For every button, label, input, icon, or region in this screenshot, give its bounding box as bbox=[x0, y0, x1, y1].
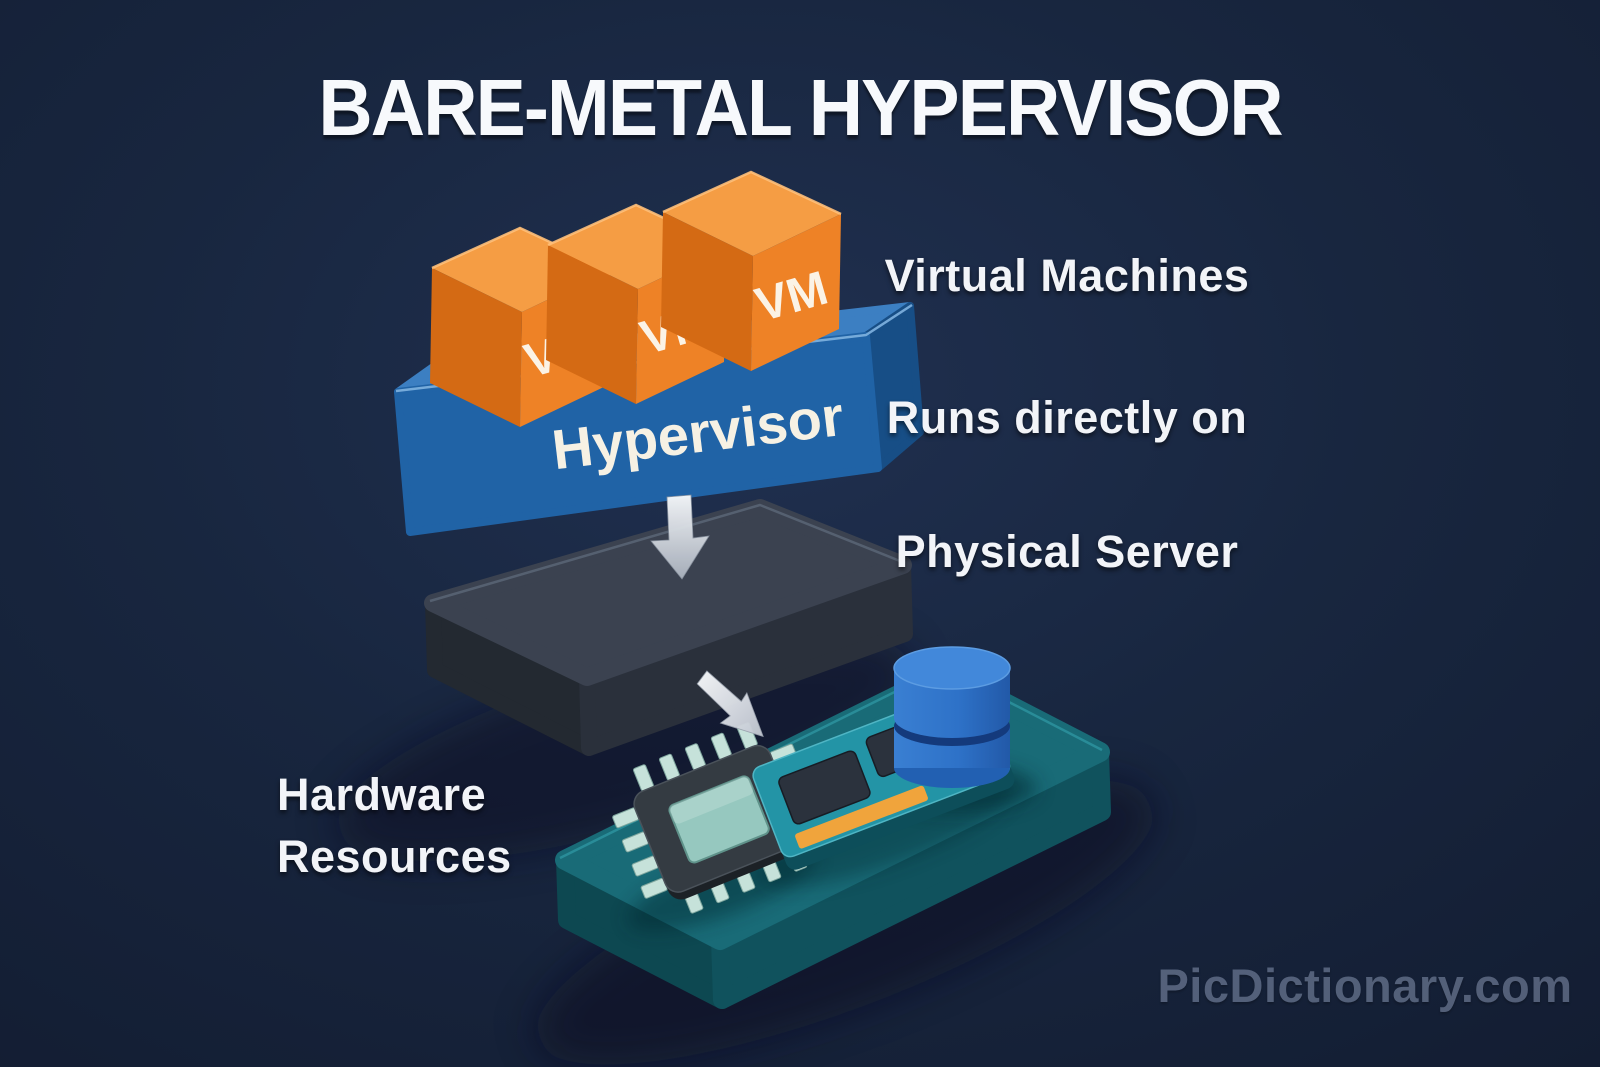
label-virtual-machines: Virtual Machines bbox=[884, 250, 1250, 301]
cpu-die-pad bbox=[668, 775, 770, 864]
diagonal-arrow-icon bbox=[696, 670, 764, 738]
cube-left-face bbox=[546, 245, 638, 404]
watermark: PicDictionary.com bbox=[1157, 959, 1573, 1012]
label-hardware-line2: Resources bbox=[277, 831, 512, 882]
label-hardware-line1: Hardware bbox=[277, 769, 487, 820]
label-runs-directly-on: Runs directly on bbox=[886, 392, 1248, 443]
ram-gold-strip bbox=[795, 785, 928, 849]
down-arrow-icon bbox=[650, 494, 710, 580]
cube-front-face bbox=[751, 214, 841, 371]
cube-left-face bbox=[661, 212, 753, 371]
db-top-body-base bbox=[894, 698, 1010, 738]
server-edge-highlight bbox=[429, 503, 906, 603]
physical-server-slab bbox=[424, 499, 913, 756]
hardware-board bbox=[555, 646, 1111, 1009]
cpu-die-sheen bbox=[669, 776, 754, 824]
cube-left-face bbox=[430, 268, 522, 427]
database-cylinder-icon bbox=[893, 646, 1011, 788]
server-shadow bbox=[335, 635, 915, 861]
vm-cube-3: VM bbox=[661, 170, 842, 371]
db-top-cap bbox=[893, 646, 1011, 690]
page-title: BARE-METAL HYPERVISOR bbox=[318, 63, 1283, 152]
ram-chip-large bbox=[778, 750, 871, 825]
label-physical-server: Physical Server bbox=[895, 526, 1239, 577]
label-hardware-resources: Hardware Resources bbox=[277, 764, 512, 888]
server-top-face bbox=[424, 499, 912, 686]
cube-edge-highlight bbox=[662, 170, 842, 216]
